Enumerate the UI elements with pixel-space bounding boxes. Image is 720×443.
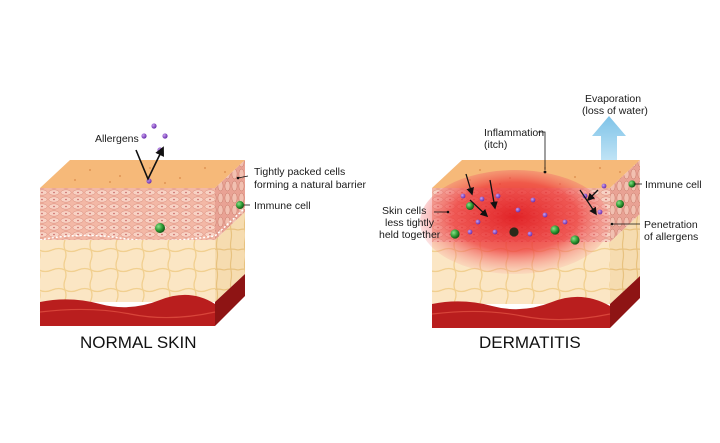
inflammation-leader-dot [543,170,547,174]
dermatitis-muscle-stripe [431,310,611,321]
dermatitis-arrow-4 [586,189,599,202]
normal-dermis [40,240,215,302]
normal-muscle-side [215,274,245,326]
evaporation-label-2: (loss of water) [582,105,648,117]
penetration-leader-dot [610,222,614,226]
dermatitis-immune-label: Immune cell [645,179,702,191]
inflammation-zone [420,170,610,274]
penetration-label-2: of allergens [644,231,698,243]
normal-barrier-leader [237,175,249,179]
inflammation-label-2: (itch) [484,139,507,151]
normal-skin-title: NORMAL SKIN [80,333,197,352]
dermatitis-immune-cells [450,180,636,245]
dermatitis-muscle-side [610,276,640,328]
dermatitis-arrow-5 [579,189,597,216]
normal-surface-dots [74,167,226,184]
normal-allergen-arrow [135,146,164,181]
dermatitis-title: DERMATITIS [479,333,581,352]
normal-barrier-label-2: forming a natural barrier [254,179,367,191]
dermatitis-skin-block [420,160,640,328]
normal-epidermis-side [215,160,245,240]
normal-immune-cell-side [236,201,244,209]
normal-barrier-label-1: Tightly packed cells [254,166,345,178]
skin-cells-label-1: Skin cells [382,205,426,217]
dermatitis-arrow-1 [465,173,474,196]
normal-skin-block [39,123,246,326]
skin-cells-label-2: less tightly [385,217,435,229]
evaporation-label-1: Evaporation [585,93,641,105]
inflammation-leader [538,131,546,170]
dermatitis-arrow-2 [489,179,498,210]
normal-immune-cell-front [155,223,165,233]
dermatitis-muscle [432,296,610,328]
skin-cells-leader-dot [446,210,450,214]
normal-muscle-stripe [39,308,216,319]
normal-muscle [40,294,215,326]
normal-surface [40,160,245,188]
penetration-label-1: Penetration [644,219,698,231]
dermatitis-dermis-side [610,214,640,304]
skin-cells-label-3: held together [379,229,441,241]
normal-dermis-side [215,212,245,302]
evaporation-arrow [592,116,626,160]
normal-barrier-leader-dot [236,176,240,180]
normal-epidermis [40,188,215,240]
normal-allergens-label: Allergens [95,133,139,145]
normal-basement-line [39,207,246,242]
dermatitis-allergen-dots [460,183,607,237]
inflammation-label-1: Inflammation [484,127,544,139]
dermatitis-arrow-3 [469,199,489,218]
normal-immune-label: Immune cell [254,200,311,212]
